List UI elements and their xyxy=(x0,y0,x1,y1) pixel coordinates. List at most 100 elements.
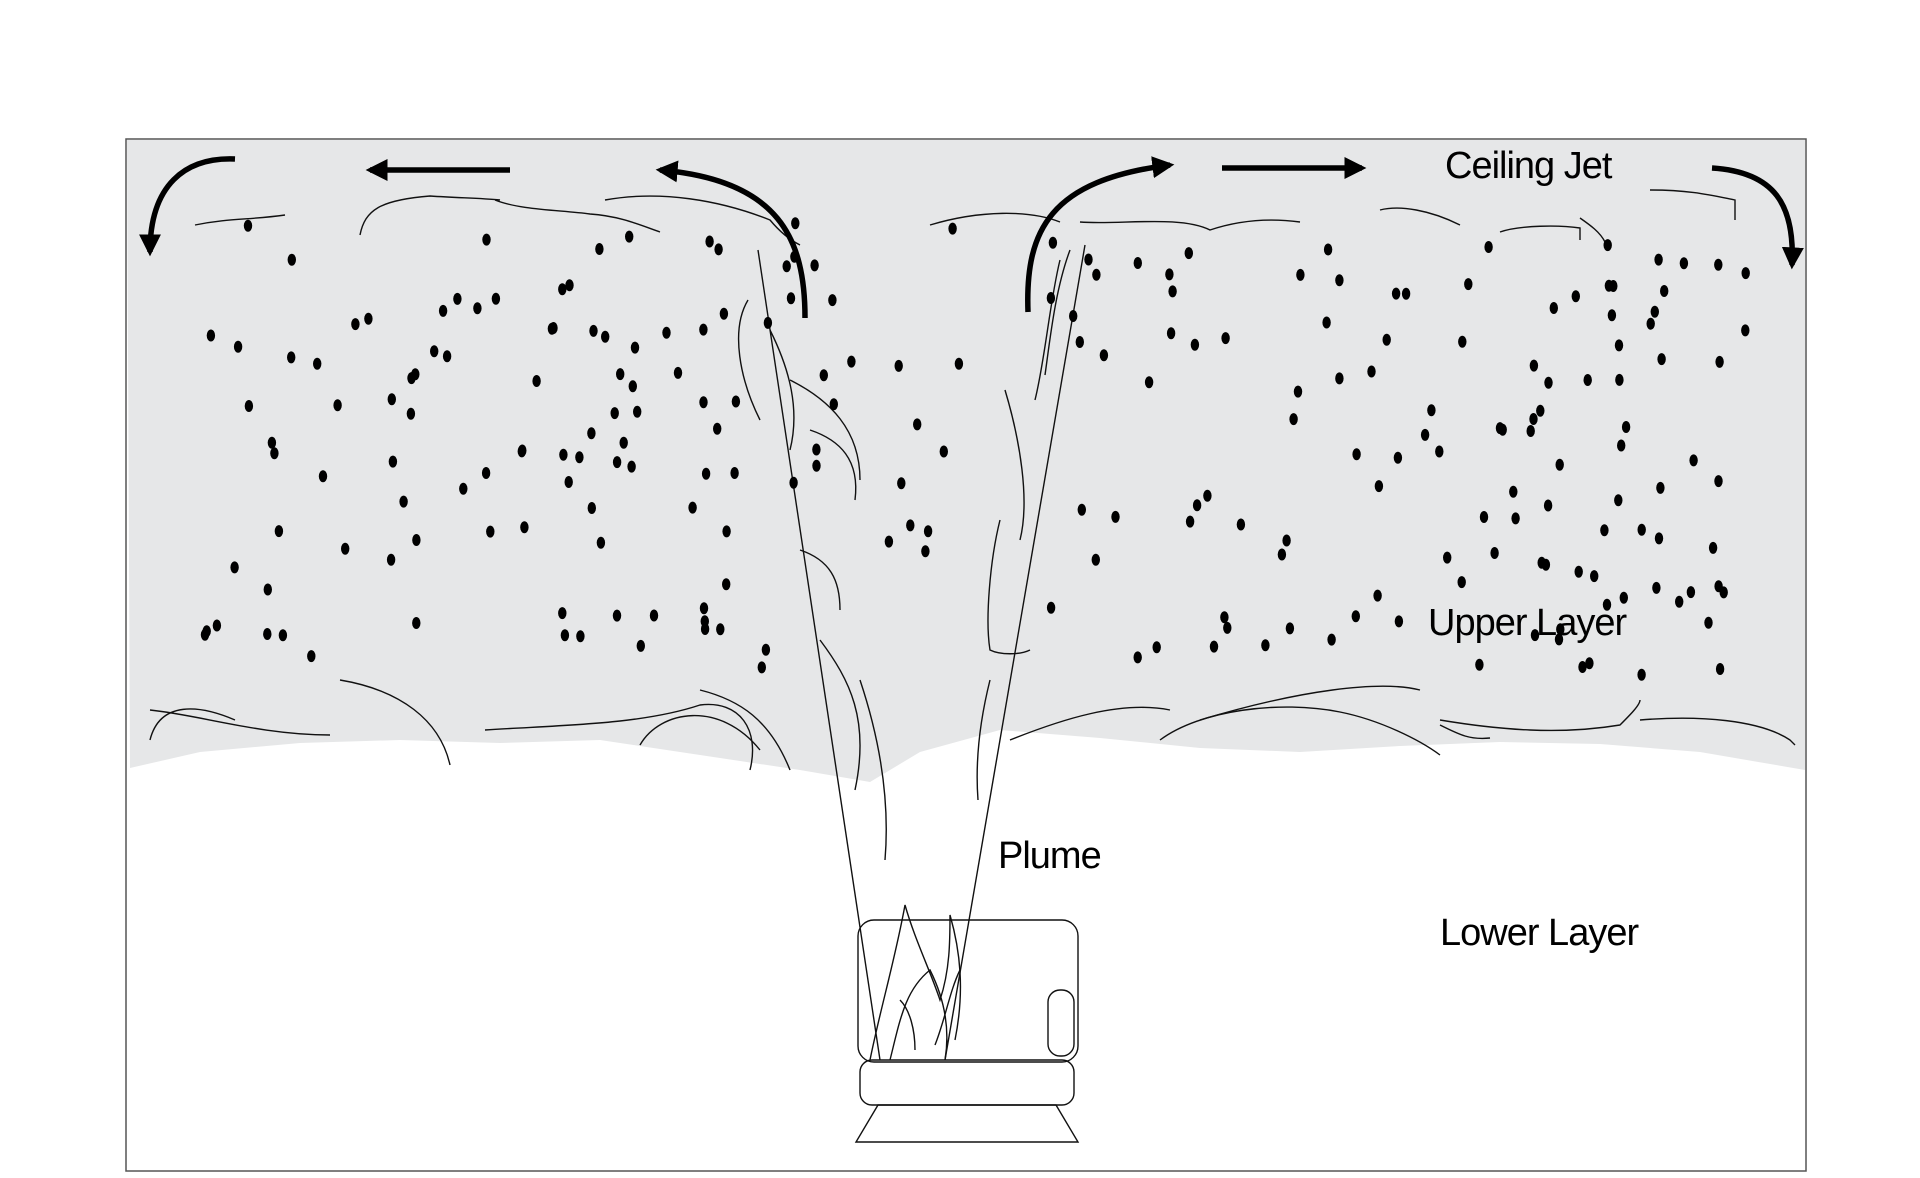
soot-particle xyxy=(1603,239,1612,252)
soot-particle xyxy=(1394,615,1404,628)
soot-particle xyxy=(662,326,671,339)
soot-particle xyxy=(1285,622,1295,635)
soot-particle xyxy=(244,400,254,412)
soot-particle xyxy=(1166,327,1176,340)
soot-particle xyxy=(731,395,741,408)
soot-particle xyxy=(596,536,606,549)
soot-particle xyxy=(1069,310,1078,322)
soot-particle xyxy=(1657,353,1666,366)
soot-particle xyxy=(1323,243,1333,256)
soot-particle xyxy=(412,534,421,546)
soot-particle xyxy=(627,460,636,473)
soot-particle xyxy=(1704,616,1713,629)
soot-particle xyxy=(688,501,697,514)
soot-particle xyxy=(1602,598,1612,611)
soot-particle xyxy=(549,322,558,334)
soot-particle xyxy=(1185,515,1195,528)
soot-particle xyxy=(829,398,838,411)
soot-particle xyxy=(719,307,729,320)
soot-particle xyxy=(1741,324,1750,337)
soot-particle xyxy=(1277,548,1287,561)
soot-particle xyxy=(575,451,584,464)
soot-particle xyxy=(761,643,771,656)
soot-particle xyxy=(388,455,398,468)
soot-particle xyxy=(1654,532,1664,545)
soot-particle xyxy=(412,617,421,629)
soot-particle xyxy=(1335,274,1344,287)
soot-particle xyxy=(1714,258,1723,271)
soot-particle xyxy=(625,230,634,243)
soot-particle xyxy=(1544,376,1553,389)
soot-particle xyxy=(1495,422,1505,435)
soot-particle xyxy=(601,330,610,343)
soot-particle xyxy=(1578,661,1587,673)
soot-particle xyxy=(884,535,894,548)
soot-particle xyxy=(230,561,239,574)
soot-particle xyxy=(1144,376,1154,389)
soot-particle xyxy=(1209,640,1219,653)
soot-particle xyxy=(1715,663,1725,675)
soot-particle xyxy=(202,625,211,638)
soot-particle xyxy=(595,243,604,255)
soot-particle xyxy=(1583,374,1592,386)
soot-particle xyxy=(1660,285,1669,297)
soot-particle xyxy=(473,302,482,315)
soot-particle xyxy=(1529,413,1538,425)
soot-particle xyxy=(1351,610,1361,623)
soot-particle xyxy=(757,661,766,674)
soot-particle xyxy=(1091,553,1101,566)
soot-particle xyxy=(270,447,279,460)
soot-particle xyxy=(1609,280,1618,292)
soot-particle xyxy=(1427,404,1436,417)
soot-particle xyxy=(1391,287,1401,300)
soot-particle xyxy=(1152,641,1161,654)
soot-particle xyxy=(1084,253,1093,266)
soot-particle xyxy=(716,623,725,636)
soot-particle xyxy=(386,553,396,566)
soot-particle xyxy=(1420,428,1430,441)
soot-particle xyxy=(263,583,272,596)
soot-particle xyxy=(1509,485,1518,498)
soot-particle xyxy=(486,525,495,538)
soot-particle xyxy=(619,436,628,449)
soot-particle xyxy=(341,542,350,555)
soot-particle xyxy=(1221,332,1230,345)
soot-particle xyxy=(589,324,598,337)
soot-particle xyxy=(1530,629,1540,642)
soot-particle xyxy=(1282,534,1291,547)
soot-particle xyxy=(921,545,930,558)
soot-particle xyxy=(699,396,708,409)
soot-particle xyxy=(1184,247,1194,260)
soot-particle xyxy=(1529,359,1539,372)
soot-particle xyxy=(810,259,819,272)
soot-particle xyxy=(287,253,296,266)
soot-particle xyxy=(616,368,625,381)
soot-particle xyxy=(1537,556,1546,569)
soot-particle xyxy=(1650,305,1660,318)
soot-particle xyxy=(1708,541,1718,554)
soot-particle xyxy=(1223,621,1232,634)
soot-particle xyxy=(630,341,640,354)
soot-particle xyxy=(1192,499,1202,512)
soot-particle xyxy=(1165,268,1174,281)
soot-particle xyxy=(847,355,856,368)
soot-particle xyxy=(587,427,596,440)
soot-particle xyxy=(1046,601,1056,614)
soot-particle xyxy=(430,345,439,358)
soot-particle xyxy=(1458,335,1467,348)
soot-particle xyxy=(1614,494,1623,507)
soot-particle xyxy=(948,222,957,235)
soot-particle xyxy=(1289,413,1298,426)
soot-particle xyxy=(1549,302,1559,314)
soot-particle xyxy=(722,578,731,591)
soot-particle xyxy=(274,525,284,538)
soot-particle xyxy=(913,418,922,431)
soot-particle xyxy=(1607,309,1617,322)
soot-particle xyxy=(1675,595,1684,608)
soot-particle xyxy=(628,380,637,393)
soot-particle xyxy=(923,525,933,538)
soot-particle xyxy=(699,602,709,615)
soot-particle xyxy=(267,436,277,449)
soot-particle xyxy=(1111,510,1120,523)
